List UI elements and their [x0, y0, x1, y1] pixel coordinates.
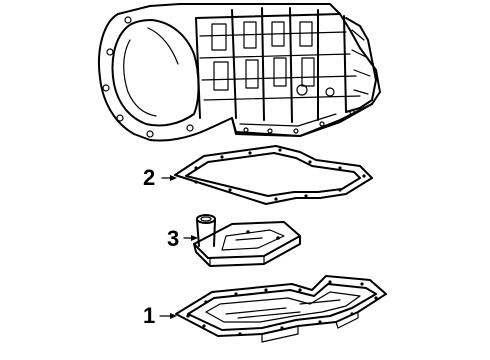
leader-line-2	[161, 175, 177, 181]
callout-number-1: 1	[143, 303, 156, 328]
filter	[193, 214, 301, 267]
callout-number-2: 2	[143, 165, 156, 190]
pan-gasket	[174, 145, 373, 205]
leader-line-1	[159, 313, 177, 319]
transmission-case	[98, 3, 381, 142]
transmission-pan	[175, 275, 387, 343]
leader-line-3	[183, 235, 198, 241]
callout-number-3: 3	[167, 226, 180, 251]
